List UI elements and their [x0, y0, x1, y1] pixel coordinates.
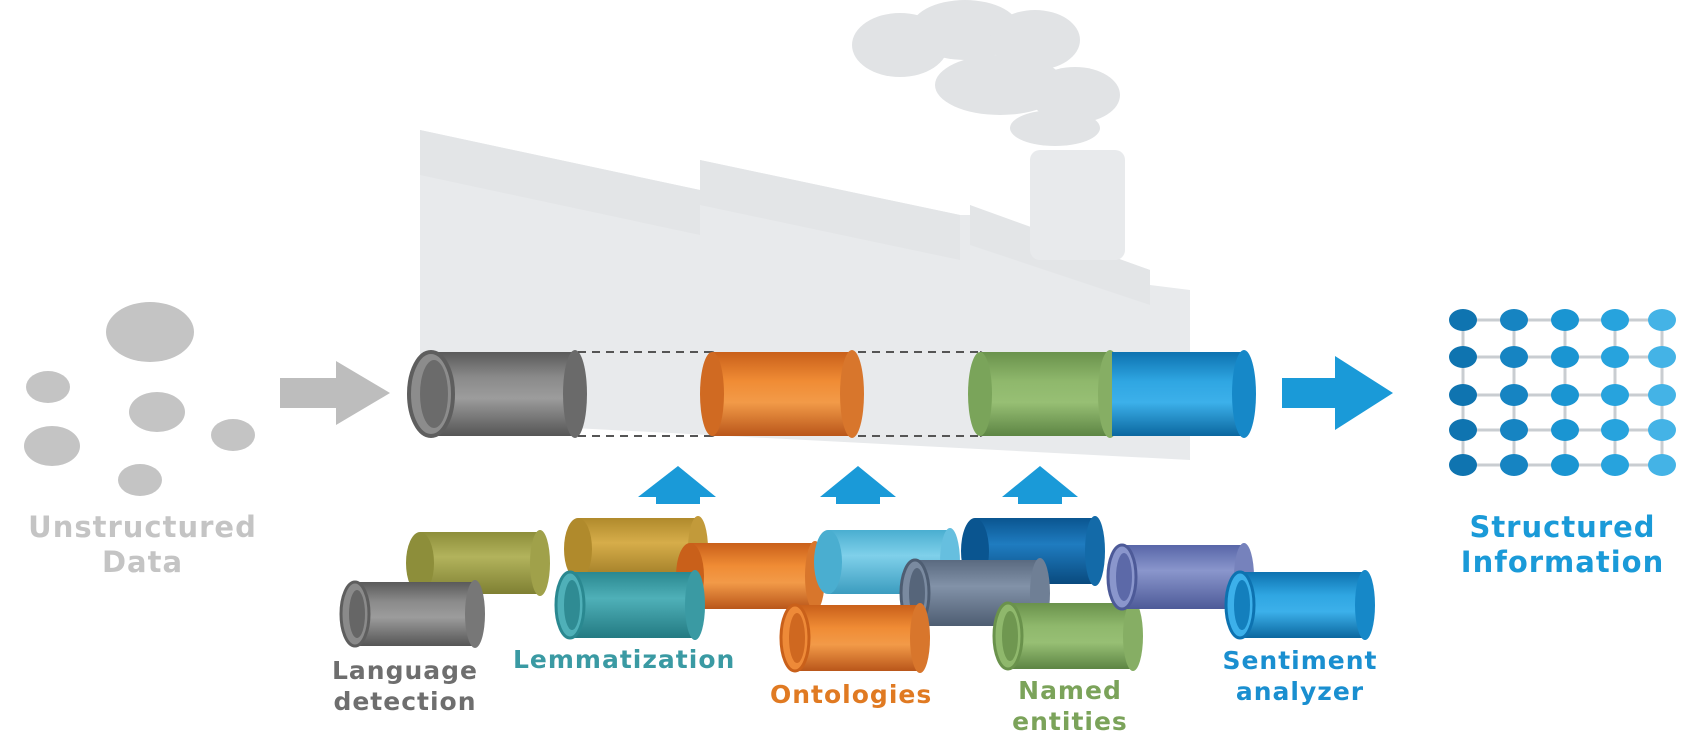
- factory-chimney: [1030, 150, 1125, 260]
- sentiment-analyzer-line-1: Sentiment: [1222, 646, 1378, 675]
- grid-node: [1648, 384, 1676, 406]
- structured-information-line-1: Structured: [1469, 510, 1656, 544]
- input-arrow-icon: [280, 361, 390, 425]
- up-arrow-icon: [638, 466, 716, 504]
- grid-node: [1601, 454, 1629, 476]
- named-entities-line-2: entities: [1012, 706, 1128, 736]
- factory-roof-2: [700, 160, 960, 260]
- smoke-cloud-icon: [852, 0, 1120, 146]
- up-arrows: [638, 466, 1078, 504]
- lemmatization-line-1: Lemmatization: [513, 645, 736, 674]
- grid-node: [1551, 384, 1579, 406]
- sentiment-analyzer-line-2: analyzer: [1235, 676, 1365, 706]
- module-tube-gray: [339, 580, 485, 648]
- module-label-named-entities: Named entities: [1000, 676, 1140, 737]
- module-label-lemmatization: Lemmatization: [513, 645, 735, 676]
- grid-node: [1449, 309, 1477, 331]
- grid-node: [1601, 419, 1629, 441]
- grid-node: [1551, 419, 1579, 441]
- module-tube-pile: [339, 516, 1375, 673]
- grid-node: [1648, 309, 1676, 331]
- named-entities-line-1: Named: [1018, 676, 1122, 705]
- grid-node: [1648, 419, 1676, 441]
- grid-node: [1601, 309, 1629, 331]
- output-arrow-icon: [1282, 356, 1393, 430]
- grid-node: [1449, 419, 1477, 441]
- grid-node: [1648, 454, 1676, 476]
- grid-node: [1449, 384, 1477, 406]
- module-label-ontologies: Ontologies: [770, 680, 932, 711]
- up-arrow-icon: [1002, 466, 1078, 504]
- language-detection-line-2: detection: [333, 686, 477, 716]
- factory-roof-1: [420, 130, 700, 235]
- language-detection-line-1: Language: [331, 656, 478, 685]
- module-tube-green: [992, 601, 1143, 671]
- grid-node: [1648, 346, 1676, 368]
- module-label-language-detection: Language detection: [315, 656, 495, 717]
- grid-node: [1551, 346, 1579, 368]
- structured-information-label: Structured Information: [1445, 510, 1680, 581]
- pipe-segment-green: [968, 350, 1122, 438]
- grid-node: [1551, 454, 1579, 476]
- module-tube-teal: [554, 570, 705, 640]
- pipe-segment-blue: [1112, 350, 1256, 438]
- unstructured-data-label: Unstructured Data: [10, 510, 275, 581]
- grid-node: [1601, 384, 1629, 406]
- unstructured-data-line-2: Data: [101, 545, 184, 580]
- grid-node: [1449, 346, 1477, 368]
- structured-information-line-2: Information: [1460, 545, 1665, 580]
- unstructured-data-line-1: Unstructured: [28, 510, 257, 544]
- module-label-sentiment-analyzer: Sentiment analyzer: [1205, 646, 1395, 707]
- ontologies-line-1: Ontologies: [770, 680, 933, 709]
- pipe-segment-gray: [407, 350, 587, 438]
- grid-node: [1500, 454, 1528, 476]
- up-arrow-icon: [820, 466, 896, 504]
- module-tube-blue: [1224, 570, 1375, 640]
- grid-node: [1601, 346, 1629, 368]
- grid-node: [1500, 419, 1528, 441]
- unstructured-data-icon: [24, 302, 255, 496]
- grid-node: [1500, 346, 1528, 368]
- pipe-segment-orange: [700, 350, 864, 438]
- structured-information-icon: [1449, 309, 1676, 476]
- grid-node: [1500, 309, 1528, 331]
- module-tube-orange-front: [779, 603, 930, 673]
- grid-node: [1500, 384, 1528, 406]
- grid-node: [1551, 309, 1579, 331]
- main-pipeline: [407, 350, 1256, 438]
- grid-node: [1449, 454, 1477, 476]
